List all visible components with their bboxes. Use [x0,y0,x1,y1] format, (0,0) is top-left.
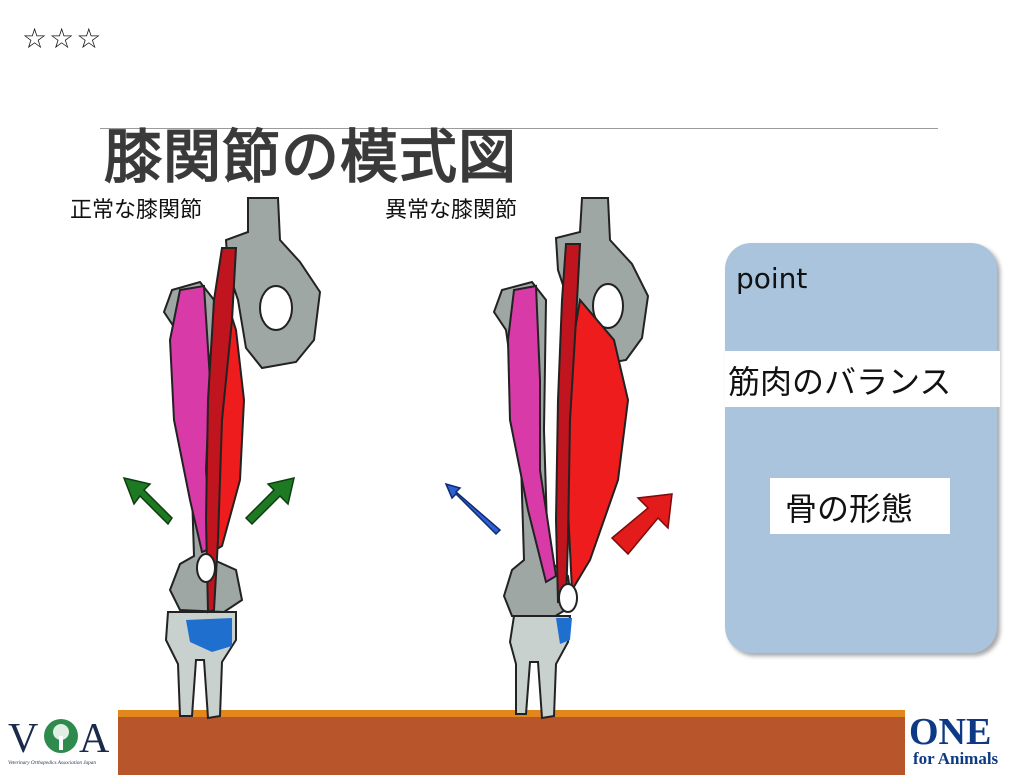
normal-obturator-hole [259,285,293,331]
floor-band [118,710,905,775]
point-panel [725,243,997,653]
abnormal-pink-muscle [506,284,558,584]
point-item-muscle-balance: 筋肉のバランス [728,363,952,401]
abnormal-tibia-bone [508,615,572,720]
one-logo-main: ONE [909,711,991,753]
abnormal-obturator-hole [592,283,624,329]
point-item-band [725,351,1000,407]
abnormal-knee-figure [444,197,673,720]
abnormal-patella [558,583,578,613]
page-title: 膝関節の模式図 [104,123,518,191]
normal-knee-figure [122,197,322,720]
normal-patella [196,553,216,583]
one-logo-sub: for Animals [913,749,999,768]
point-item-box [770,478,950,534]
normal-ligament [186,618,232,652]
rating-stars: ☆☆☆ [22,22,104,55]
voa-logo-letter-v: V [8,716,38,762]
normal-dark-red-muscle [204,247,238,614]
voa-logo: V A Veterinary Orthopedics Association J… [6,708,118,768]
abnormal-red-arrow [610,493,673,556]
title-divider [100,128,938,129]
abnormal-ligament [556,618,572,644]
normal-right-green-arrow [244,476,296,526]
voa-logo-tagline: Veterinary Orthopedics Association Japan [8,760,96,766]
point-item-bone-shape: 骨の形態 [785,490,914,528]
point-heading: point [736,262,808,295]
one-for-animals-logo: ONE for Animals [907,708,1024,768]
abnormal-knee-label: 異常な膝関節 [385,198,518,223]
normal-knee-label: 正常な膝関節 [70,198,203,223]
normal-left-green-arrow [122,476,173,526]
abnormal-blue-arrow [444,482,502,536]
normal-pelvis-bone [224,197,322,370]
voa-logo-letter-a: A [79,716,110,762]
